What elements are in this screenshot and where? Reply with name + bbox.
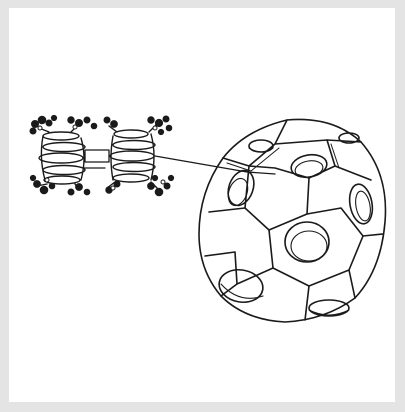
figure-illustration xyxy=(9,8,395,402)
clathrin-cage xyxy=(199,119,386,322)
figure-panel xyxy=(9,8,395,402)
right-coil xyxy=(107,124,159,190)
left-coil xyxy=(37,126,85,190)
protein-pair xyxy=(30,115,174,195)
